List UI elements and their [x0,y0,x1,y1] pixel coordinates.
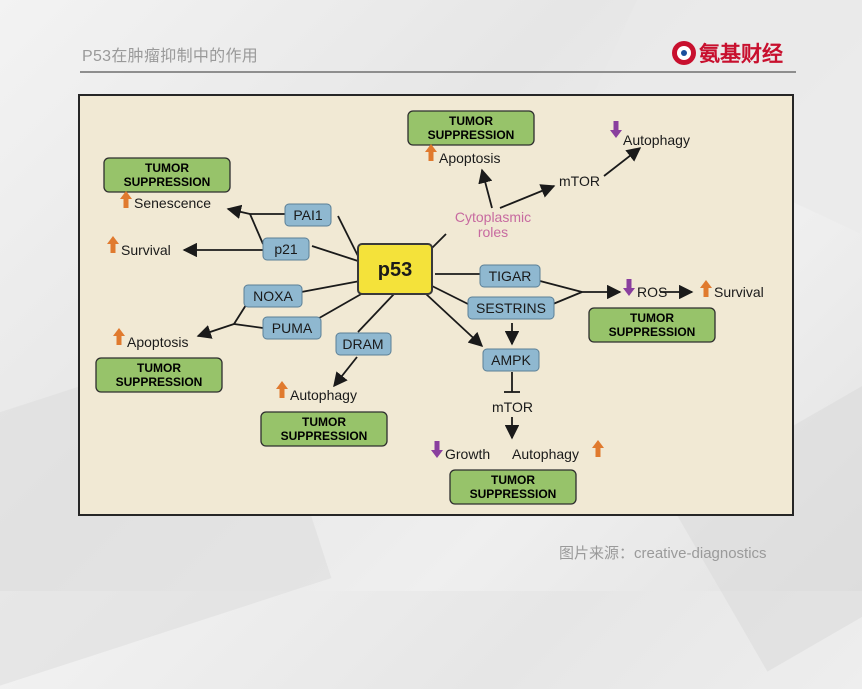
down-arrow-icon [610,121,622,138]
logo-text: 氨基财经 [699,41,783,66]
svg-text:p53: p53 [378,259,412,281]
node-p21: p21 [262,237,310,261]
node-ampk: AMPK [482,348,540,372]
tumor-suppression-box: TUMOR SUPPRESSION [95,357,223,393]
up-arrow-icon [120,191,132,208]
mtor-label: mTOR [559,173,600,189]
svg-text:SUPPRESSION: SUPPRESSION [470,487,557,501]
node-pai1: PAI1 [284,203,332,227]
up-arrow-icon [425,144,437,161]
autophagy-label: Autophagy [290,387,357,403]
logo-icon [672,41,696,65]
svg-text:TUMOR: TUMOR [137,361,181,375]
up-arrow-icon [592,440,604,457]
up-arrow-icon [700,280,712,297]
down-arrow-icon [623,279,635,296]
svg-text:DRAM: DRAM [342,336,383,352]
p53-pathway-diagram: TUMOR SUPPRESSION TUMOR SUPPRESSION TUMO… [78,94,794,516]
svg-text:TUMOR: TUMOR [302,415,346,429]
tumor-suppression-box: TUMOR SUPPRESSION [449,469,577,505]
up-arrow-icon [113,328,125,345]
apoptosis-label: Apoptosis [439,150,500,166]
svg-text:TUMOR: TUMOR [449,114,493,128]
svg-text:PUMA: PUMA [272,320,313,336]
svg-text:SUPPRESSION: SUPPRESSION [281,429,368,443]
up-arrow-icon [107,236,119,253]
svg-text:SUPPRESSION: SUPPRESSION [428,128,515,142]
apoptosis-label: Apoptosis [127,334,188,350]
header-divider [80,71,796,73]
p53-hub: p53 [357,243,433,295]
svg-text:TUMOR: TUMOR [145,161,189,175]
node-tigar: TIGAR [479,264,541,288]
svg-text:roles: roles [478,224,508,240]
cytoplasmic-roles-label: Cytoplasmic roles [455,209,531,240]
up-arrow-icon [276,381,288,398]
brand-logo: 氨基财经 [672,38,783,68]
image-source-caption: 图片来源：creative-diagnostics [559,545,767,562]
svg-text:p21: p21 [274,241,298,257]
node-puma: PUMA [262,316,322,340]
svg-text:TUMOR: TUMOR [630,311,674,325]
slide-title: P53在肿瘤抑制中的作用 [82,48,259,65]
survival-label: Survival [121,242,171,258]
svg-text:TIGAR: TIGAR [489,268,532,284]
senescence-label: Senescence [134,195,211,211]
svg-text:SUPPRESSION: SUPPRESSION [124,175,211,189]
tumor-suppression-box: TUMOR SUPPRESSION [103,157,231,193]
svg-text:PAI1: PAI1 [293,207,323,223]
autophagy-label: Autophagy [623,132,690,148]
tumor-suppression-box: TUMOR SUPPRESSION [260,411,388,447]
survival-label: Survival [714,284,764,300]
autophagy-label: Autophagy [512,446,579,462]
svg-text:SUPPRESSION: SUPPRESSION [116,375,203,389]
ros-label: ROS [637,284,667,300]
growth-label: Growth [445,446,490,462]
tumor-suppression-box: TUMOR SUPPRESSION [407,110,535,146]
node-sestrins: SESTRINS [467,296,555,320]
svg-text:Cytoplasmic: Cytoplasmic [455,209,531,225]
svg-text:NOXA: NOXA [253,288,293,304]
node-noxa: NOXA [243,284,303,308]
down-arrow-icon [431,441,443,458]
svg-text:SESTRINS: SESTRINS [476,300,546,316]
pathway-connectors [182,147,694,440]
svg-text:TUMOR: TUMOR [491,473,535,487]
svg-text:AMPK: AMPK [491,352,531,368]
tumor-suppression-box: TUMOR SUPPRESSION [588,307,716,343]
node-dram: DRAM [335,332,392,356]
svg-text:SUPPRESSION: SUPPRESSION [609,325,696,339]
mtor-label: mTOR [492,399,533,415]
